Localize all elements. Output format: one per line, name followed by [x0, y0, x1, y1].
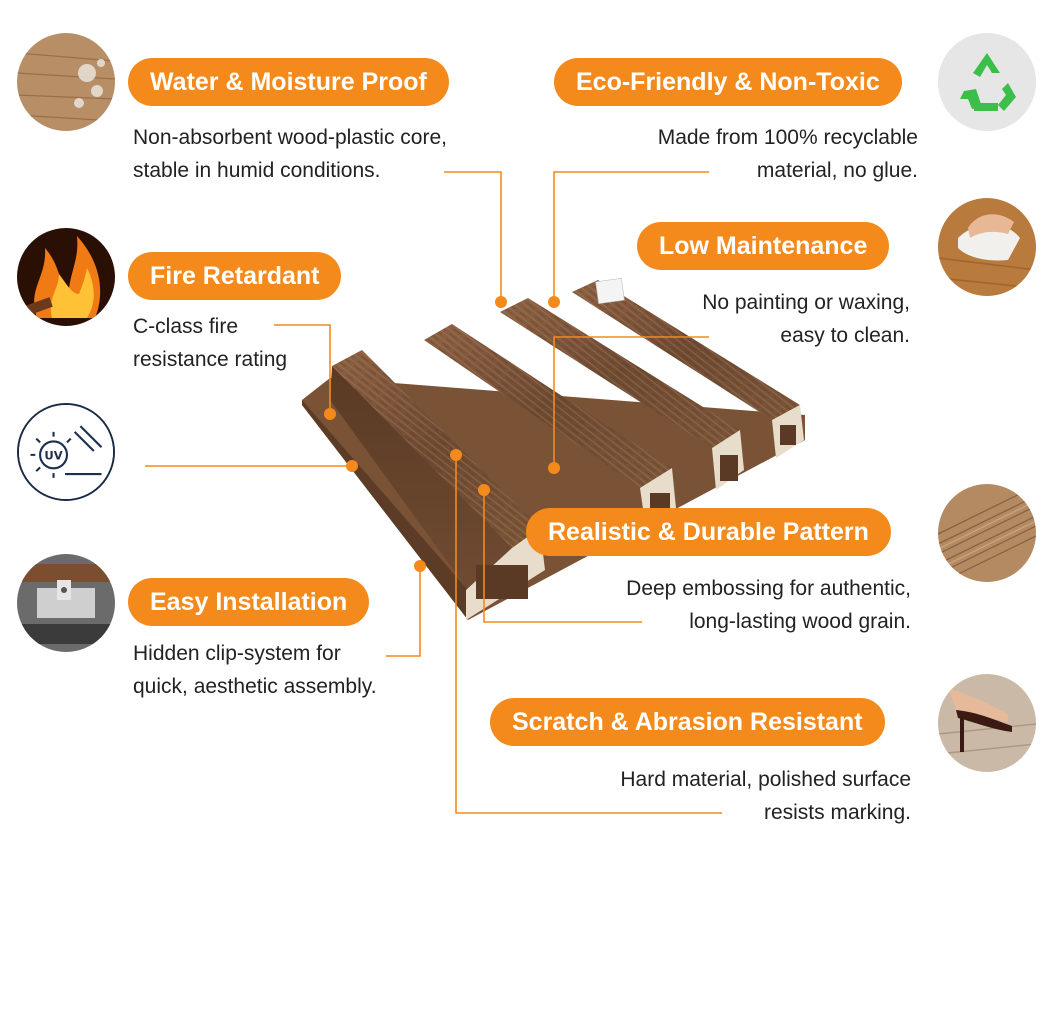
- connector-lines: [145, 171, 722, 814]
- wood-water-icon: [17, 33, 115, 131]
- wood-grain-icon: [938, 484, 1036, 582]
- high-heel-icon: [938, 674, 1036, 772]
- title-low-maintenance: Low Maintenance: [637, 222, 890, 270]
- clip-system-icon: [17, 554, 115, 652]
- desc-realistic-pattern: Deep embossing for authentic,long-lastin…: [626, 577, 911, 633]
- title-scratch-resistant: Scratch & Abrasion Resistant: [490, 698, 885, 746]
- title-realistic-pattern: Realistic & Durable Pattern: [526, 508, 891, 556]
- uv-protection-icon: UV: [17, 403, 115, 501]
- uv-icon-text: UV: [44, 449, 62, 463]
- desc-low-maintenance: No painting or waxing,easy to clean.: [702, 291, 910, 347]
- title-fire-retardant: Fire Retardant: [128, 252, 342, 300]
- desc-water-moisture-proof: Non-absorbent wood-plastic core,stable i…: [133, 126, 447, 182]
- connector-dots: [324, 296, 560, 572]
- cleaning-hand-icon: [938, 198, 1036, 296]
- title-eco-friendly: Eco-Friendly & Non-Toxic: [554, 58, 902, 106]
- recycle-icon: [938, 33, 1036, 131]
- title-easy-installation: Easy Installation: [128, 578, 370, 626]
- fire-icon: [17, 228, 115, 326]
- title-water-moisture-proof: Water & Moisture Proof: [128, 58, 449, 106]
